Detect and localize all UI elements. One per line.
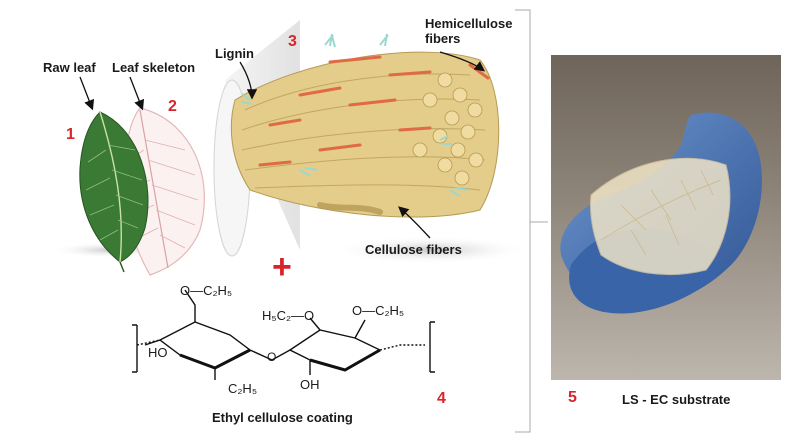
fiber-shadow <box>330 236 530 264</box>
leaf-substrate-sample <box>590 157 731 276</box>
lignin-label: Lignin <box>215 46 254 61</box>
cellulose-fibers-label: Cellulose fibers <box>365 242 462 257</box>
substrate-label: LS - EC substrate <box>622 392 731 407</box>
lignin-tufts <box>241 33 468 197</box>
chem-ho: HO <box>148 345 168 360</box>
step-number-4: 4 <box>437 390 446 407</box>
ethyl-cellulose-structure <box>132 289 435 380</box>
chem-h5c2o: H₅C₂—O <box>262 308 315 323</box>
step-number-5: 5 <box>568 389 577 406</box>
step-number-2: 2 <box>168 98 177 115</box>
substrate-photo <box>551 55 781 380</box>
chem-o-link: O <box>267 350 277 364</box>
step-number-1: 1 <box>66 126 75 143</box>
fiber-bundle-illustration <box>230 33 500 218</box>
plus-sign: + <box>272 248 292 286</box>
leaf-skeleton-label: Leaf skeleton <box>112 60 196 75</box>
chem-oc2h5-top-left: O—C₂H₅ <box>180 283 233 298</box>
raw-leaf-illustration <box>79 111 149 273</box>
chem-c2h5-bottom: C₂H₅ <box>228 381 258 396</box>
ethyl-cellulose-label: Ethyl cellulose coating <box>212 410 353 425</box>
chem-oh: OH <box>300 377 320 392</box>
hemicellulose-strands <box>258 55 490 167</box>
leaf-skeleton-illustration <box>123 107 205 276</box>
raw-leaf-label: Raw leaf <box>43 60 96 75</box>
chem-oc2h5-top-right: O—C₂H₅ <box>352 303 405 318</box>
step-number-3: 3 <box>288 33 297 50</box>
bracket-line <box>515 9 548 433</box>
leader-arrows <box>79 51 486 239</box>
hemicellulose-label: Hemicellulose fibers <box>425 16 513 46</box>
